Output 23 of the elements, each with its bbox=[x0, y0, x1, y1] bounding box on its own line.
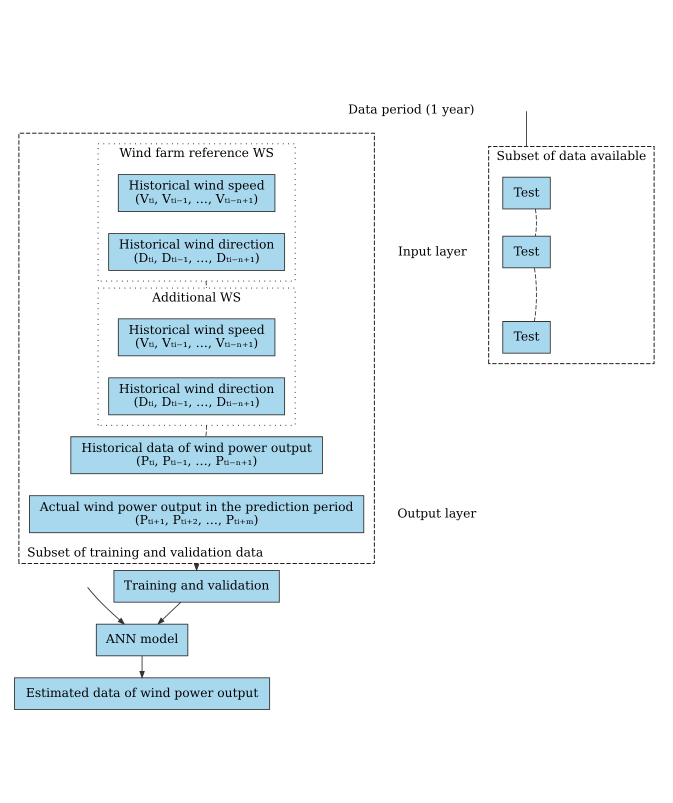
connector bbox=[206, 280, 207, 288]
node-box: Historical wind direction (Dₜᵢ, Dₜᵢ₋₁, …, Dₜᵢ₋ₙ₊₁) bbox=[108, 376, 286, 415]
label: Data period (1 year) bbox=[348, 102, 474, 116]
connector bbox=[534, 267, 537, 322]
arrow bbox=[157, 601, 182, 624]
label: Input layer bbox=[398, 244, 467, 258]
node-box: ANN model bbox=[96, 623, 188, 656]
node-box: Historical wind speed (Vₜᵢ, Vₜᵢ₋₁, …, Vₜᵢ₋ₙ₊₁) bbox=[118, 174, 276, 212]
node-box: Training and validation bbox=[113, 570, 280, 602]
arrow bbox=[87, 586, 126, 624]
node-box: Historical wind speed (Vₜᵢ, Vₜᵢ₋₁, …, Vₜᵢ₋ₙ₊₁) bbox=[118, 318, 276, 356]
node-box: Historical data of wind power output (Pₜᵢ, Pₜᵢ₋₁, …, Pₜᵢ₋ₙ₊₁) bbox=[70, 436, 323, 474]
node-box: Test bbox=[502, 320, 551, 354]
arrow bbox=[139, 654, 145, 678]
node-box: Test bbox=[502, 235, 551, 268]
node-box: Test bbox=[502, 176, 551, 209]
connector bbox=[526, 110, 527, 146]
label: Output layer bbox=[397, 506, 476, 520]
connector bbox=[205, 424, 207, 436]
node-box: Estimated data of wind power output bbox=[14, 676, 270, 710]
node-box: Actual wind power output in the prediction period (Pₜᵢ₊₁, Pₜᵢ₊₂, …, Pₜᵢ₊ₘ) bbox=[29, 494, 364, 533]
connector bbox=[534, 208, 537, 236]
node-box: Historical wind direction (Dₜᵢ, Dₜᵢ₋₁, …, Dₜᵢ₋ₙ₊₁) bbox=[108, 232, 286, 270]
